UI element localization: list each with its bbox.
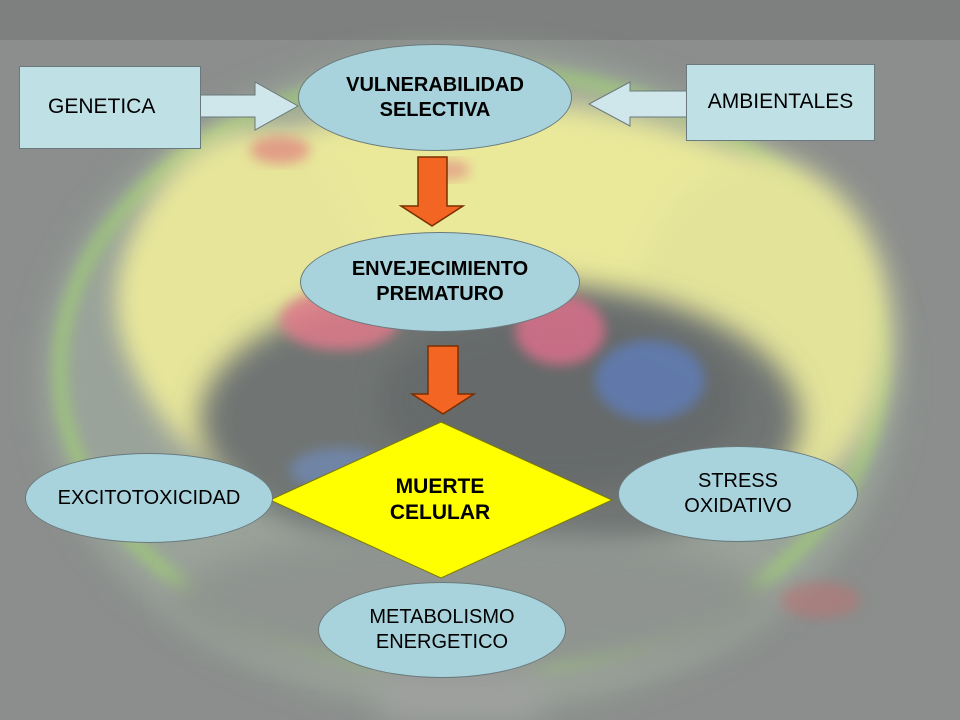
energetico-label: ENERGETICO — [375, 631, 509, 653]
envejecimiento-prematuro-node: ENVEJECIMIENTO PREMATURO — [300, 232, 580, 332]
metabolismo-label: METABOLISMO — [369, 606, 515, 628]
ambientales-box: AMBIENTALES — [686, 64, 875, 141]
genetica-box: GENETICA — [19, 66, 201, 149]
prematuro-label: PREMATURO — [376, 283, 504, 305]
excitotoxicidad-label: EXCITOTOXICIDAD — [57, 486, 241, 509]
metabolismo-energetico-node: METABOLISMO ENERGETICO — [318, 582, 566, 678]
ambientales-label: AMBIENTALES — [707, 90, 854, 113]
stress-oxidativo-node: STRESS OXIDATIVO — [618, 446, 858, 542]
selectiva-label: SELECTIVA — [379, 98, 491, 121]
celular-label: CELULAR — [389, 501, 491, 524]
stress-label: STRESS — [697, 470, 778, 492]
excitotoxicidad-node: EXCITOTOXICIDAD — [25, 453, 273, 543]
envejecimiento-label: ENVEJECIMIENTO — [351, 258, 529, 280]
muerte-label: MUERTE — [395, 474, 485, 498]
oxidativo-label: OXIDATIVO — [684, 495, 792, 517]
genetica-label: GENETICA — [48, 95, 156, 119]
muerte-celular-node: MUERTE CELULAR — [340, 462, 540, 538]
vulnerabilidad-selectiva-node: VULNERABILIDAD SELECTIVA — [298, 44, 572, 151]
vulnerabilidad-label: VULNERABILIDAD — [346, 73, 524, 96]
